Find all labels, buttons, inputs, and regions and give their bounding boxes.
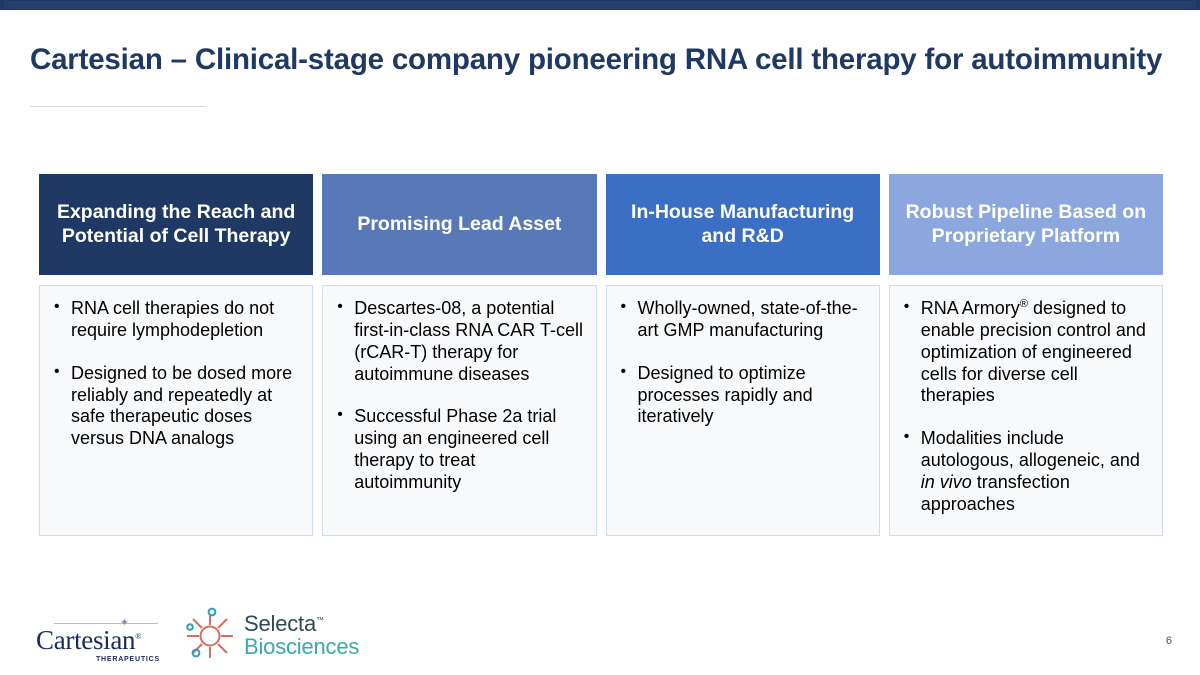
list-item: Descartes-08, a potential first-in-class… <box>333 297 583 385</box>
top-accent-bar-inner <box>4 1 1196 9</box>
column-header-4: Robust Pipeline Based on Proprietary Pla… <box>888 174 1163 275</box>
registered-mark: ® <box>135 632 142 641</box>
list-item: Designed to be dosed more reliably and r… <box>50 362 300 450</box>
column-expanding-reach: Expanding the Reach and Potential of Cel… <box>39 174 314 536</box>
bullet-list-1: RNA cell therapies do not require lympho… <box>50 297 300 450</box>
top-accent-bar <box>0 0 1200 10</box>
list-item: RNA Armory® designed to enable precision… <box>900 297 1150 407</box>
column-body-3: Wholly-owned, state-of-the-art GMP manuf… <box>605 285 880 536</box>
column-body-2: Descartes-08, a potential first-in-class… <box>322 285 597 536</box>
column-body-1: RNA cell therapies do not require lympho… <box>39 285 314 536</box>
list-item: Wholly-owned, state-of-the-art GMP manuf… <box>617 297 867 342</box>
column-in-house-manufacturing: In-House Manufacturing and R&D Wholly-ow… <box>605 174 880 536</box>
footer-logos: ✦ Cartesian® THERAPEUTICS Selecta™ <box>36 607 359 663</box>
page-number: 6 <box>1165 635 1172 647</box>
selecta-line-1: Selecta™ <box>244 610 359 636</box>
selecta-line-2: Biosciences <box>244 633 360 659</box>
selecta-wordmark: Selecta™ Biosciences <box>244 610 360 659</box>
list-item: Designed to optimize processes rapidly a… <box>617 362 867 429</box>
column-promising-lead-asset: Promising Lead Asset Descartes-08, a pot… <box>322 174 597 536</box>
list-item: Successful Phase 2a trial using an engin… <box>333 405 583 493</box>
column-header-1: Expanding the Reach and Potential of Cel… <box>39 174 314 275</box>
title-divider <box>30 106 206 107</box>
compass-star-icon: ✦ <box>119 617 130 629</box>
cartesian-wordmark: Cartesian® <box>36 627 166 654</box>
selecta-line-1-text: Selecta <box>244 610 316 636</box>
column-header-2: Promising Lead Asset <box>322 174 597 275</box>
cartesian-tagline: THERAPEUTICS <box>95 656 160 663</box>
list-item: RNA cell therapies do not require lympho… <box>50 297 300 342</box>
cartesian-wordmark-text: Cartesian <box>36 625 136 655</box>
trademark-mark: ™ <box>315 615 324 625</box>
cartesian-logo-rule <box>54 623 158 624</box>
selecta-sun-icon <box>186 607 233 658</box>
cartesian-logo: ✦ Cartesian® THERAPEUTICS <box>36 615 166 664</box>
bullet-list-4: RNA Armory® designed to enable precision… <box>900 297 1150 516</box>
column-robust-pipeline: Robust Pipeline Based on Proprietary Pla… <box>888 174 1163 536</box>
column-group: Expanding the Reach and Potential of Cel… <box>39 174 1163 536</box>
list-item: Modalities include autologous, allogenei… <box>900 427 1150 515</box>
bullet-list-3: Wholly-owned, state-of-the-art GMP manuf… <box>617 297 867 429</box>
page-title: Cartesian – Clinical-stage company pione… <box>30 43 1163 76</box>
column-body-4: RNA Armory® designed to enable precision… <box>888 285 1163 536</box>
column-header-3: In-House Manufacturing and R&D <box>605 174 880 275</box>
bullet-list-2: Descartes-08, a potential first-in-class… <box>333 297 583 494</box>
selecta-logo: Selecta™ Biosciences <box>182 607 359 663</box>
